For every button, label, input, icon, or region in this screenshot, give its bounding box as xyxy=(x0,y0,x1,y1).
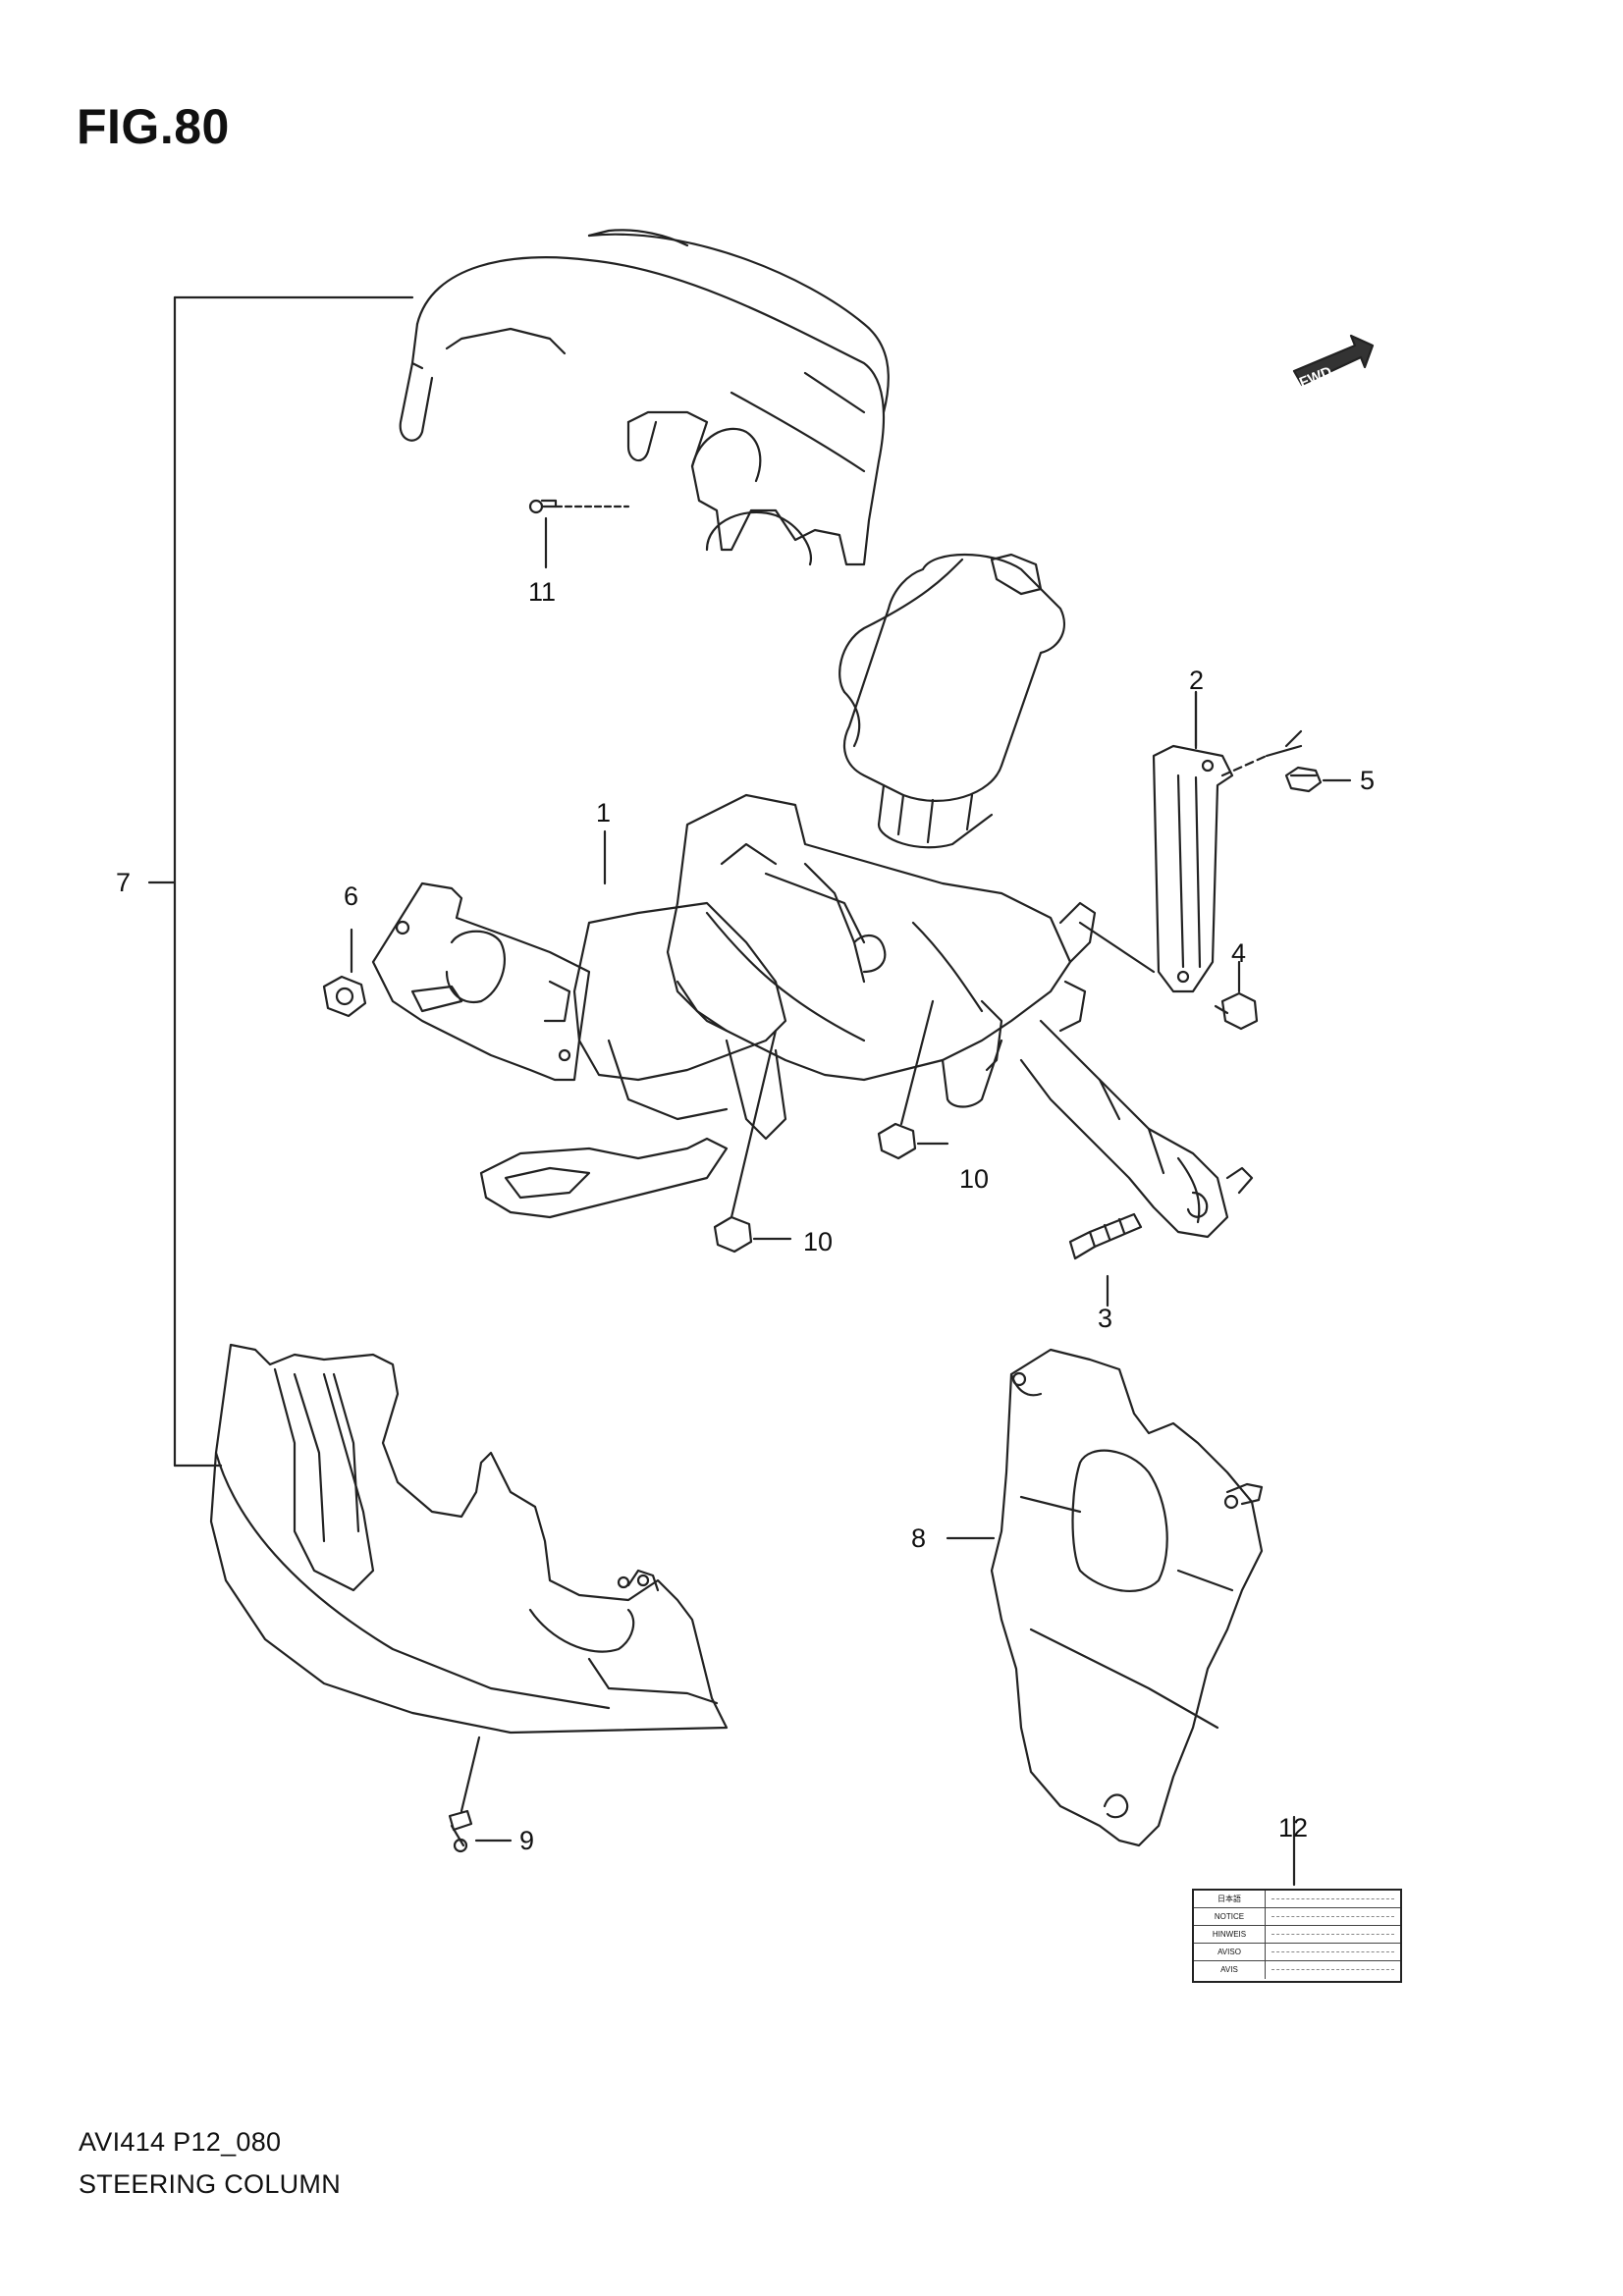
fwd-arrow-badge xyxy=(1292,334,1375,387)
callout-5: 5 xyxy=(1360,766,1376,795)
part-6-nut xyxy=(322,928,367,1018)
warning-label-12: 日本語 NOTICE HINWEIS AVISO AVIS xyxy=(1192,1889,1402,1983)
label-row: AVIS xyxy=(1194,1961,1400,1979)
lock-plate-assembly xyxy=(371,881,591,1082)
label-row: HINWEIS xyxy=(1194,1926,1400,1944)
callout-1: 1 xyxy=(596,798,612,828)
label-row: 日本語 xyxy=(1194,1891,1400,1908)
intermediate-shaft xyxy=(1019,1019,1254,1239)
label-row: AVISO xyxy=(1194,1944,1400,1961)
part-7-bracket-line xyxy=(147,295,414,1468)
callout-9: 9 xyxy=(519,1826,535,1855)
label-language: 日本語 xyxy=(1194,1891,1266,1907)
label-text-placeholder xyxy=(1271,1934,1394,1935)
part-1-column-body xyxy=(572,793,1097,1141)
callout-7: 7 xyxy=(116,868,132,897)
part-5-nut xyxy=(1284,766,1352,793)
label-text-placeholder xyxy=(1271,1969,1394,1970)
label-text-placeholder xyxy=(1271,1916,1394,1917)
lower-column-cover xyxy=(209,1343,729,1813)
callout-8: 8 xyxy=(911,1523,927,1553)
part-11-screw xyxy=(528,499,630,569)
label-language: AVIS xyxy=(1194,1961,1266,1979)
callout-12: 12 xyxy=(1278,1813,1309,1842)
part-2-bracket xyxy=(1078,690,1303,993)
diagram-caption: STEERING COLUMN xyxy=(79,2169,342,2199)
part-10-nut-left xyxy=(713,1029,792,1254)
part-3-bolt xyxy=(1068,1212,1143,1308)
figure-title: FIG.80 xyxy=(77,99,230,154)
label-text-placeholder xyxy=(1271,1898,1394,1899)
label-row: NOTICE xyxy=(1194,1908,1400,1926)
label-text-placeholder xyxy=(1271,1951,1394,1952)
callout-10-lower: 10 xyxy=(803,1227,834,1256)
label-language: AVISO xyxy=(1194,1944,1266,1960)
callout-6: 6 xyxy=(344,881,359,911)
part-4-bolt xyxy=(1214,960,1259,1031)
callout-4: 4 xyxy=(1231,938,1247,968)
callout-2: 2 xyxy=(1189,666,1205,695)
leader-lines xyxy=(603,690,1296,1887)
label-language: HINWEIS xyxy=(1194,1926,1266,1943)
upper-column-cover xyxy=(399,229,890,566)
callout-11: 11 xyxy=(528,577,557,607)
motor-housing xyxy=(839,553,1065,849)
part-10-nut-right xyxy=(877,999,949,1160)
lower-bracket xyxy=(479,1137,729,1219)
part-8-boot xyxy=(946,1348,1264,1847)
callout-10-upper: 10 xyxy=(959,1164,990,1194)
diagram-code: AVI414 P12_080 xyxy=(79,2127,282,2157)
part-9-screw xyxy=(448,1809,513,1853)
callout-3: 3 xyxy=(1098,1304,1113,1333)
label-language: NOTICE xyxy=(1194,1908,1266,1925)
